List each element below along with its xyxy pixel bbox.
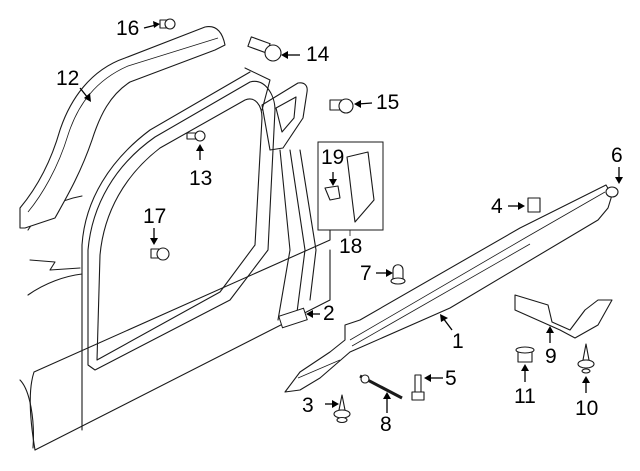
fastener-14 <box>247 36 282 62</box>
callout-14[interactable]: 14 <box>306 43 330 66</box>
fastener-4 <box>527 197 541 213</box>
fastener-5 <box>411 374 425 401</box>
fastener-16 <box>159 18 176 30</box>
callout-11[interactable]: 11 <box>514 385 536 408</box>
callout-17[interactable]: 17 <box>143 205 167 228</box>
fastener-7 <box>390 264 406 285</box>
callout-18[interactable]: 18 <box>339 235 363 258</box>
callout-1[interactable]: 1 <box>452 330 464 353</box>
fastener-13 <box>186 130 206 142</box>
callout-6[interactable]: 6 <box>611 144 623 167</box>
callout-9[interactable]: 9 <box>545 345 557 368</box>
applique-assembly-box <box>317 141 384 236</box>
fastener-11 <box>515 346 535 363</box>
callout-19[interactable]: 19 <box>321 146 345 169</box>
leader-lines <box>79 21 623 413</box>
callout-16[interactable]: 16 <box>116 17 140 40</box>
bracket-part <box>514 294 613 339</box>
callout-3[interactable]: 3 <box>302 394 314 417</box>
callout-10[interactable]: 10 <box>575 397 599 420</box>
fastener-17 <box>150 247 170 261</box>
rocker-molding-part <box>284 184 613 393</box>
callout-12[interactable]: 12 <box>56 67 80 90</box>
fastener-3 <box>333 394 351 424</box>
fastener-10 <box>577 343 595 374</box>
fastener-15 <box>329 98 354 114</box>
callout-15[interactable]: 15 <box>376 91 400 114</box>
callout-8[interactable]: 8 <box>380 413 392 436</box>
callout-4[interactable]: 4 <box>491 195 503 218</box>
callout-5[interactable]: 5 <box>445 367 457 390</box>
fastener-6 <box>605 186 619 198</box>
label-plate-part <box>278 307 308 329</box>
callout-7[interactable]: 7 <box>360 262 372 285</box>
fastener-8 <box>359 374 403 400</box>
pillar-trim-part <box>19 26 226 229</box>
callout-2[interactable]: 2 <box>323 302 335 325</box>
callout-13[interactable]: 13 <box>189 167 213 190</box>
